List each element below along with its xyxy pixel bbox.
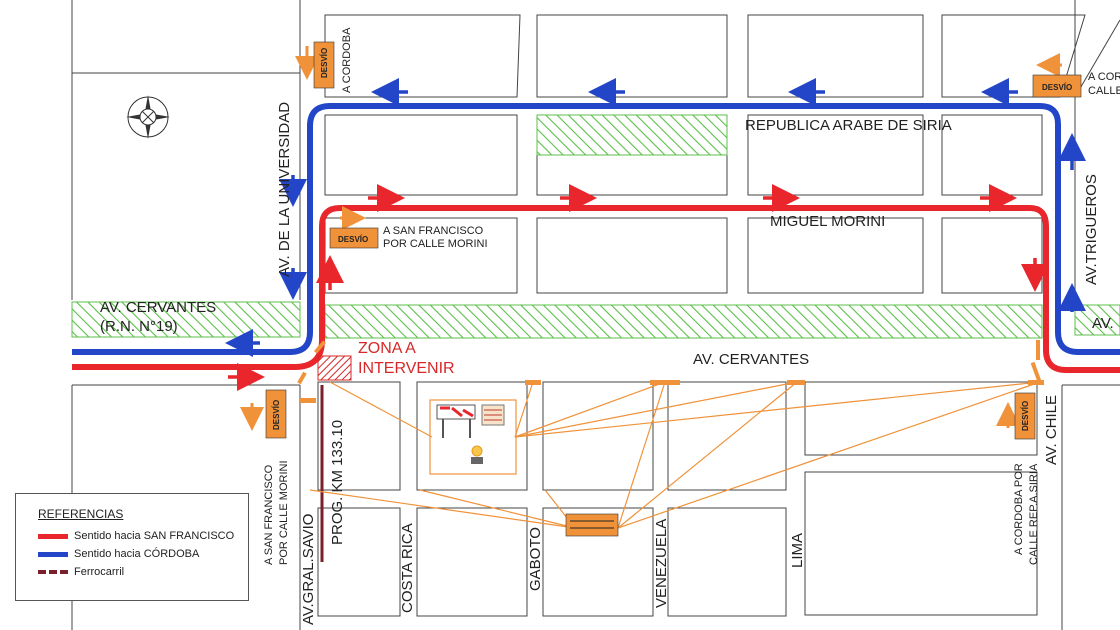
desvio-label: DESVÍO: [1042, 83, 1072, 92]
note-bottom-left-1: A SAN FRANCISCO: [263, 464, 275, 565]
desvio-sign-icon-morini: DESVÍO: [329, 227, 379, 249]
street-miguel-morini: MIGUEL MORINI: [770, 213, 885, 230]
red-line-swatch: [38, 533, 68, 539]
street-av-cervantes-left: AV. CERVANTES: [100, 299, 216, 316]
green-plaza: [536, 114, 728, 156]
legend-label: Ferrocarril: [74, 566, 125, 578]
signage-connections: [309, 381, 1041, 529]
street-av-gral-savio: AV.GRAL.SAVIO: [300, 514, 317, 625]
desvio-label: DESVÍO: [320, 48, 329, 78]
red-route: [72, 205, 1120, 373]
legend-item-cordoba: Sentido hacia CÓRDOBA: [38, 547, 199, 561]
street-costa-rica: COSTA RICA: [399, 523, 416, 613]
note-a-cordoba-top: A CORDOBA: [341, 27, 353, 93]
desvio-sign-icon-bottom-right: DESVÍO: [1014, 392, 1036, 440]
desvio-label: DESVÍO: [338, 235, 368, 244]
legend-label: Sentido hacia SAN FRANCISCO: [74, 530, 235, 542]
street-av-chile: AV. CHILE: [1043, 395, 1060, 465]
blue-route: [72, 103, 1120, 355]
legend-label: Sentido hacia CÓRDOBA: [74, 548, 200, 560]
zona-intervenir-title-2: INTERVENIR: [358, 360, 455, 377]
legend-title: REFERENCIAS: [38, 507, 124, 521]
note-san-francisco-1: A SAN FRANCISCO: [383, 225, 484, 237]
street-gaboto: GABOTO: [527, 527, 544, 591]
street-republica-siria: REPUBLICA ARABE DE SIRIA: [745, 117, 952, 134]
railway-swatch: [38, 570, 68, 574]
direction-arrows: [225, 78, 1086, 391]
small-orange-sign-icon: [565, 513, 619, 537]
barrier-icon: [436, 404, 505, 438]
legend: REFERENCIAS Sentido hacia SAN FRANCISCO …: [15, 493, 249, 601]
desvio-label: DESVÍO: [272, 400, 281, 430]
blue-line-swatch: [38, 551, 68, 557]
desvio-sign-icon-bottom-left: DESVÍO: [265, 389, 287, 439]
street-av-cervantes-main: AV. CERVANTES: [693, 351, 809, 368]
compass-rose-icon: [126, 95, 170, 139]
zona-intervenir-area: [317, 355, 352, 381]
street-av-universidad: AV. DE LA UNIVERSIDAD: [276, 102, 293, 277]
legend-item-san-francisco: Sentido hacia SAN FRANCISCO: [38, 529, 234, 543]
note-a-cor-right: A COR: [1088, 71, 1120, 83]
street-venezuela: VENEZUELA: [653, 519, 670, 608]
zona-intervenir-title-1: ZONA A: [358, 340, 416, 357]
street-rn19: (R.N. N°19): [100, 318, 178, 335]
note-bottom-right-2: CALLE REP.A.SIRIA: [1028, 463, 1040, 565]
note-san-francisco-2: POR CALLE MORINI: [383, 238, 488, 250]
barrier-markers: [297, 340, 1044, 403]
street-prog-km: PROG. KM 133.10: [329, 420, 346, 545]
street-lima: LIMA: [789, 533, 806, 568]
street-av-cervantes-right: AV.: [1092, 315, 1114, 332]
note-bottom-right-1: A CORDOBA POR: [1013, 463, 1025, 555]
detour-arrows: [240, 46, 1062, 431]
note-calle-right: CALLE: [1088, 85, 1120, 97]
city-blocks: [71, 0, 1120, 630]
desvio-label: DESVÍO: [1021, 401, 1030, 431]
note-bottom-left-2: POR CALLE MORINI: [278, 460, 290, 565]
warning-light-icon: [471, 445, 483, 464]
median-cervantes-left: [71, 301, 301, 338]
legend-item-ferrocarril: Ferrocarril: [38, 565, 124, 579]
desvio-sign-icon-top-right: DESVÍO: [1032, 74, 1082, 98]
green-medians: [71, 114, 1120, 339]
median-cervantes-center: [324, 304, 1043, 339]
street-av-trigueros: AV.TRIGUEROS: [1083, 174, 1100, 285]
desvio-sign-icon-top-left: DESVÍO: [313, 41, 335, 89]
